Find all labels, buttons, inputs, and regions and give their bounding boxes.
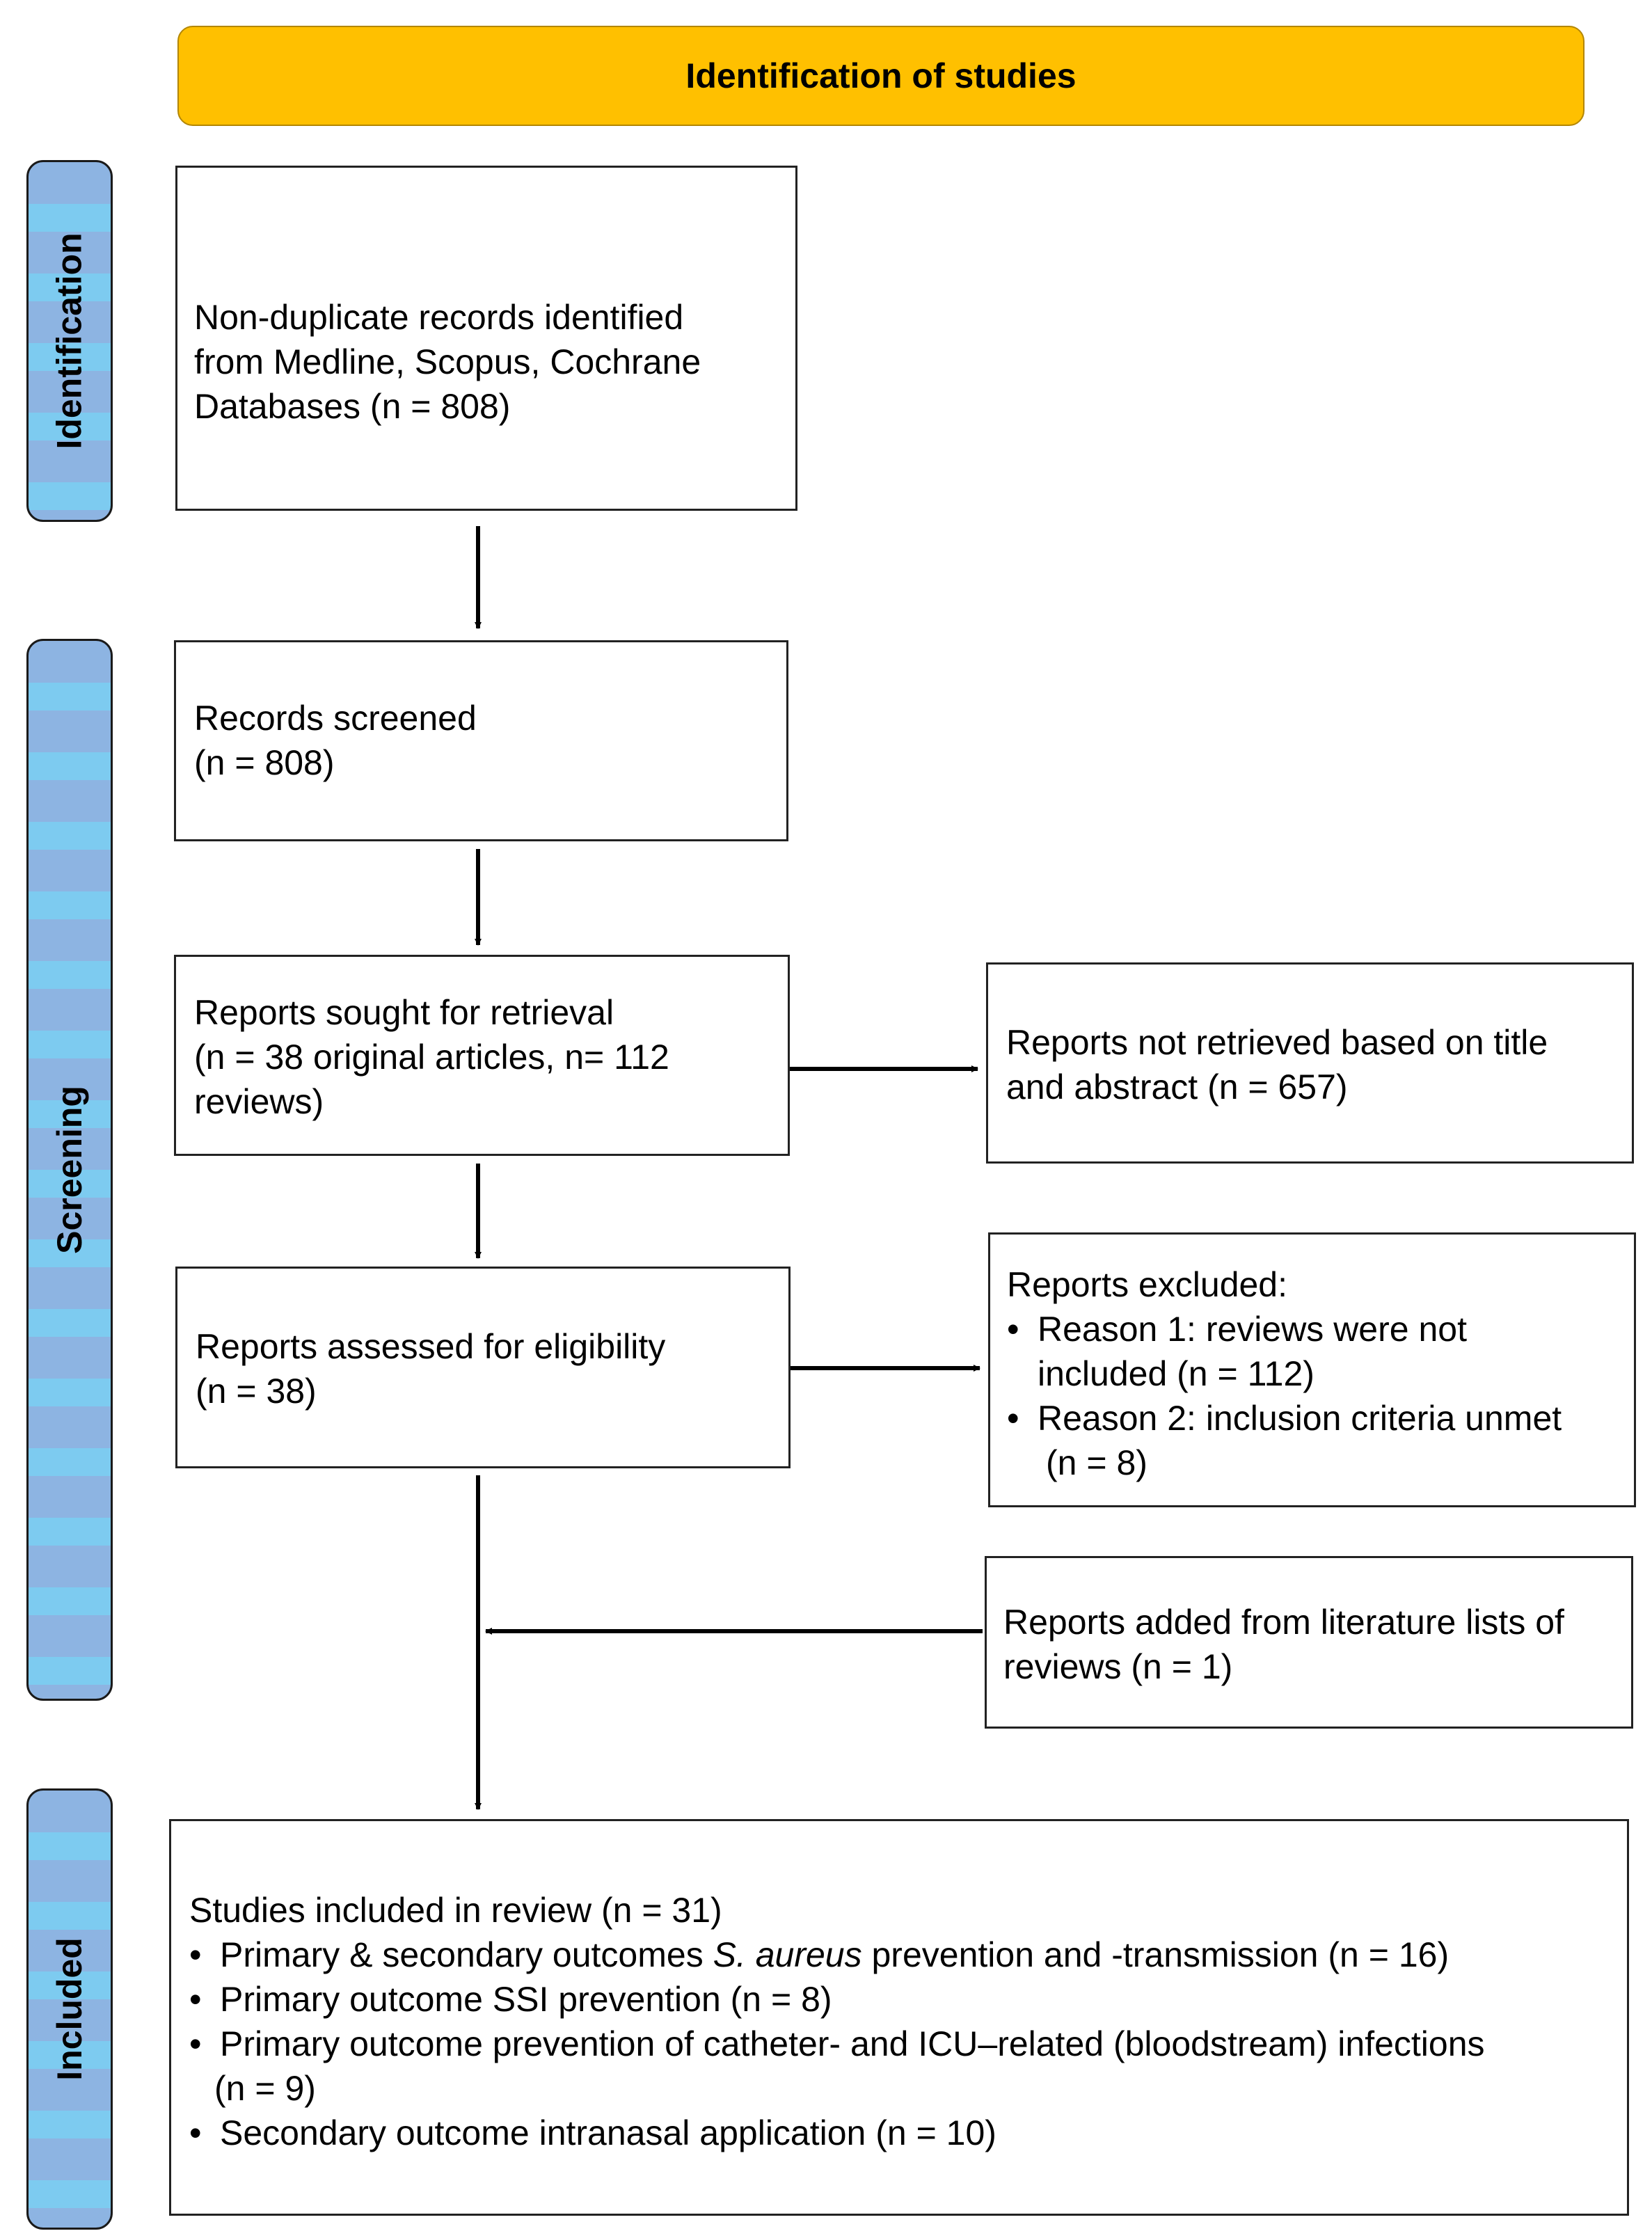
- reports-excluded-title: Reports excluded:: [1007, 1265, 1288, 1304]
- included-item-4-text: Secondary outcome intranasal application…: [220, 2113, 996, 2152]
- reports-assessed-line-1: Reports assessed for eligibility: [196, 1327, 666, 1366]
- stage-screening: Screening: [26, 639, 113, 1701]
- reports-added-box: Reports added from literature lists of r…: [985, 1556, 1633, 1729]
- bullet-icon: •: [189, 2113, 202, 2152]
- records-screened-box: Records screened (n = 808): [174, 640, 788, 841]
- exclusion-reason-1-line-2: included (n = 112): [1038, 1354, 1315, 1393]
- header-title: Identification of studies: [685, 56, 1077, 95]
- studies-included-title: Studies included in review (n = 31): [189, 1891, 722, 1930]
- exclusion-reason-2-line-2: (n = 8): [1046, 1443, 1147, 1482]
- reports-sought-line-3: reviews): [194, 1082, 324, 1121]
- stage-included: Included: [26, 1788, 113, 2230]
- bullet-icon: •: [189, 1935, 202, 1974]
- identification-header: Identification of studies: [177, 26, 1585, 126]
- reports-assessed-line-2: (n = 38): [196, 1372, 317, 1411]
- included-item-3: • Primary outcome prevention of catheter…: [189, 2022, 1485, 2111]
- records-identified-line-1: Non-duplicate records identified: [194, 298, 684, 337]
- included-item-1-after: prevention and -transmission (n = 16): [861, 1935, 1450, 1974]
- bullet-icon: •: [1007, 1399, 1019, 1438]
- included-item-1-before: Primary & secondary outcomes: [220, 1935, 713, 1974]
- stage-identification: Identification: [26, 160, 113, 522]
- bullet-icon: •: [189, 1980, 202, 2019]
- reports-not-retrieved-box: Reports not retrieved based on title and…: [986, 962, 1634, 1164]
- bullet-icon: •: [1007, 1310, 1019, 1349]
- records-identified-line-2: from Medline, Scopus, Cochrane: [194, 342, 701, 381]
- records-identified-line-3: Databases (n = 808): [194, 387, 511, 426]
- included-item-3-line-2: (n = 9): [214, 2069, 316, 2108]
- included-item-2-text: Primary outcome SSI prevention (n = 8): [220, 1980, 832, 2019]
- included-item-4: • Secondary outcome intranasal applicati…: [189, 2111, 1485, 2155]
- reports-sought-box: Reports sought for retrieval (n = 38 ori…: [174, 955, 790, 1156]
- studies-included-box: Studies included in review (n = 31) • Pr…: [169, 1819, 1629, 2216]
- reports-sought-line-2: (n = 38 original articles, n= 112: [194, 1038, 669, 1077]
- records-screened-line-2: (n = 808): [194, 743, 335, 782]
- exclusion-reason-2-line-1: Reason 2: inclusion criteria unmet: [1038, 1399, 1562, 1438]
- reports-not-retrieved-line-2: and abstract (n = 657): [1006, 1068, 1348, 1106]
- reports-sought-line-1: Reports sought for retrieval: [194, 993, 614, 1032]
- reports-added-line-2: reviews (n = 1): [1003, 1647, 1233, 1686]
- exclusion-reason-1-line-1: Reason 1: reviews were not: [1038, 1310, 1467, 1349]
- reports-assessed-box: Reports assessed for eligibility (n = 38…: [175, 1267, 791, 1468]
- bullet-icon: •: [189, 2024, 202, 2063]
- included-item-3-line-1: Primary outcome prevention of catheter- …: [220, 2024, 1485, 2063]
- records-screened-line-1: Records screened: [194, 699, 477, 738]
- included-item-1: • Primary & secondary outcomes S. aureus…: [189, 1933, 1485, 1977]
- reports-excluded-box: Reports excluded: • Reason 1: reviews we…: [988, 1232, 1636, 1507]
- reports-added-line-1: Reports added from literature lists of: [1003, 1603, 1564, 1642]
- included-item-2: • Primary outcome SSI prevention (n = 8): [189, 1977, 1485, 2022]
- included-item-1-organism: S. aureus: [713, 1935, 862, 1974]
- records-identified-box: Non-duplicate records identified from Me…: [175, 166, 797, 511]
- reports-not-retrieved-line-1: Reports not retrieved based on title: [1006, 1023, 1548, 1062]
- exclusion-reason-2: • Reason 2: inclusion criteria unmet (n …: [1007, 1396, 1562, 1485]
- exclusion-reason-1: • Reason 1: reviews were not included (n…: [1007, 1307, 1562, 1396]
